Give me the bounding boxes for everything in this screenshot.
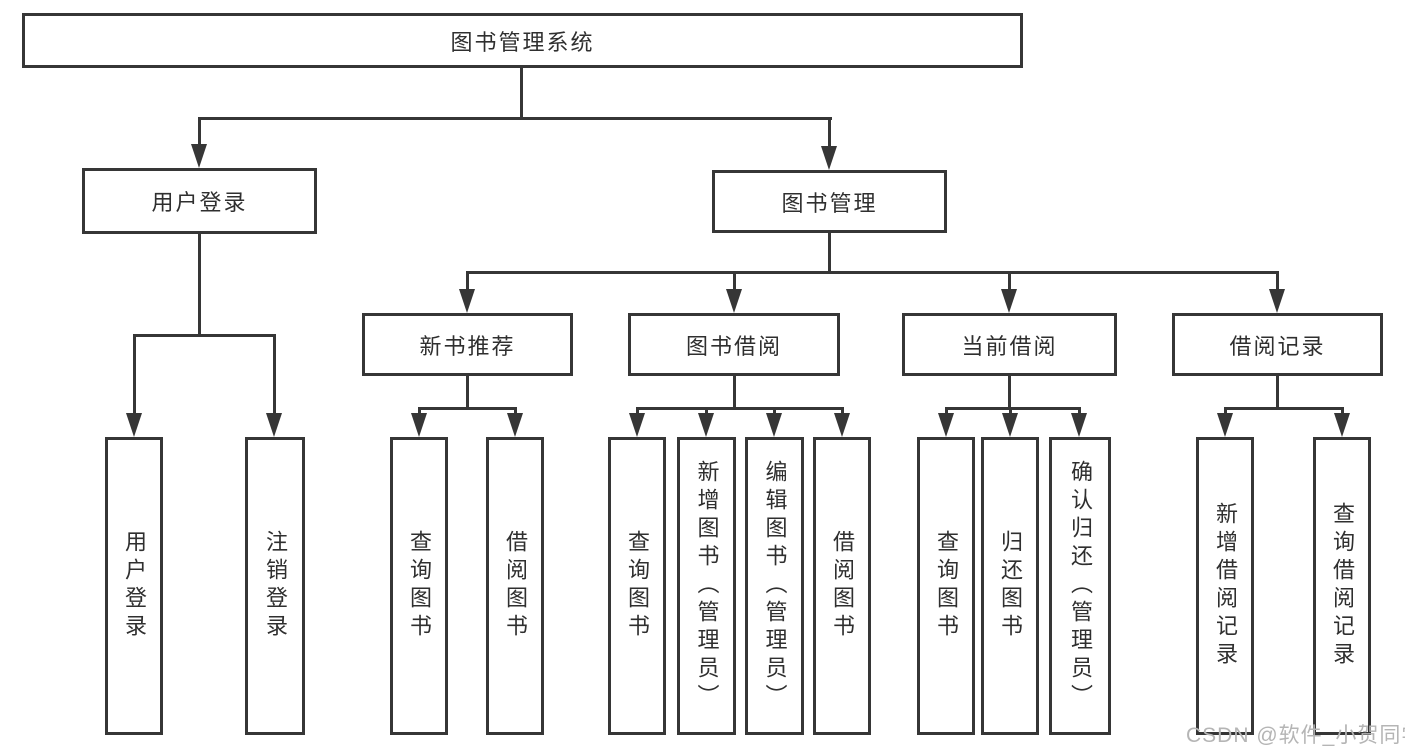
leaf-current-return: 归还图书: [981, 437, 1039, 735]
arrow-to-leaf-logout: [266, 413, 282, 437]
arrow-to-borrow: [726, 289, 742, 313]
leaf-logout: 注销登录: [245, 437, 305, 735]
connector-g3-drop2: [1009, 407, 1012, 416]
arrow-to-newbook: [459, 289, 475, 313]
connector-drop-user-login: [198, 117, 201, 147]
connector-userlogin-bar: [133, 334, 276, 337]
leaf-borrow-query: 查询图书: [608, 437, 666, 735]
connector-drop-borrow: [733, 271, 736, 291]
node-borrow-records: 借阅记录: [1172, 313, 1383, 376]
node-user-login-branch: 用户登录: [82, 168, 317, 234]
connector-drop-newbook: [466, 271, 469, 291]
node-book-management-branch: 图书管理: [712, 170, 947, 233]
connector-g1-drop2: [514, 407, 517, 416]
connector-drop-current: [1008, 271, 1011, 291]
connector-bookmgmt-stem: [828, 233, 831, 274]
arrow-g3-leaf3: [1071, 413, 1087, 437]
leaf-records-query: 查询借阅记录: [1313, 437, 1371, 735]
connector-g1-stem: [466, 376, 469, 410]
arrow-g4-leaf1: [1217, 413, 1233, 437]
node-current-borrow: 当前借阅: [902, 313, 1117, 376]
arrow-to-book-mgmt: [821, 146, 837, 170]
leaf-current-query: 查询图书: [917, 437, 975, 735]
connector-root-stem: [520, 68, 523, 119]
leaf-newbook-borrow: 借阅图书: [486, 437, 544, 735]
connector-g1-bar: [418, 407, 517, 410]
leaf-borrow-borrow: 借阅图书: [813, 437, 871, 735]
leaf-current-confirm-admin: 确认归还（管理员）: [1049, 437, 1111, 735]
connector-g3-stem: [1008, 376, 1011, 410]
arrow-g3-leaf2: [1002, 413, 1018, 437]
arrow-to-current: [1001, 289, 1017, 313]
connector-drop-leaf-logout: [273, 334, 276, 416]
arrow-g1-leaf1: [411, 413, 427, 437]
connector-g2-stem: [733, 376, 736, 410]
connector-g2-drop1: [636, 407, 639, 416]
arrow-g2-leaf2: [698, 413, 714, 437]
connector-g2-drop2: [705, 407, 708, 416]
connector-userlogin-stem: [198, 234, 201, 337]
arrow-to-records: [1269, 289, 1285, 313]
connector-g4-drop1: [1224, 407, 1227, 416]
node-new-book-recommend: 新书推荐: [362, 313, 573, 376]
leaf-newbook-query: 查询图书: [390, 437, 448, 735]
connector-g3-drop3: [1078, 407, 1081, 416]
connector-g3-bar: [945, 407, 1081, 410]
connector-root-bar: [198, 117, 832, 120]
node-root: 图书管理系统: [22, 13, 1023, 68]
connector-g2-bar: [636, 407, 844, 410]
leaf-borrow-edit-admin: 编辑图书（管理员）: [745, 437, 804, 735]
connector-g2-drop4: [841, 407, 844, 416]
leaf-records-add: 新增借阅记录: [1196, 437, 1254, 735]
arrow-g2-leaf4: [834, 413, 850, 437]
csdn-watermark: CSDN @软件_小贺同学: [1186, 724, 1405, 747]
connector-drop-leaf-login: [133, 334, 136, 416]
arrow-g2-leaf1: [629, 413, 645, 437]
connector-g3-drop1: [945, 407, 948, 416]
connector-g4-bar: [1224, 407, 1344, 410]
connector-g1-drop1: [418, 407, 421, 416]
arrow-g1-leaf2: [507, 413, 523, 437]
connector-drop-records: [1276, 271, 1279, 291]
arrow-to-leaf-login: [126, 413, 142, 437]
node-book-borrow: 图书借阅: [628, 313, 840, 376]
connector-g4-stem: [1276, 376, 1279, 410]
connector-drop-book-mgmt: [828, 117, 831, 147]
connector-g4-drop2: [1341, 407, 1344, 416]
arrow-g2-leaf3: [766, 413, 782, 437]
connector-bookmgmt-bar: [466, 271, 1279, 274]
arrow-g3-leaf1: [938, 413, 954, 437]
connector-g2-drop3: [773, 407, 776, 416]
arrow-g4-leaf2: [1334, 413, 1350, 437]
arrow-to-user-login: [191, 144, 207, 168]
leaf-user-login: 用户登录: [105, 437, 163, 735]
leaf-borrow-add-admin: 新增图书（管理员）: [677, 437, 736, 735]
